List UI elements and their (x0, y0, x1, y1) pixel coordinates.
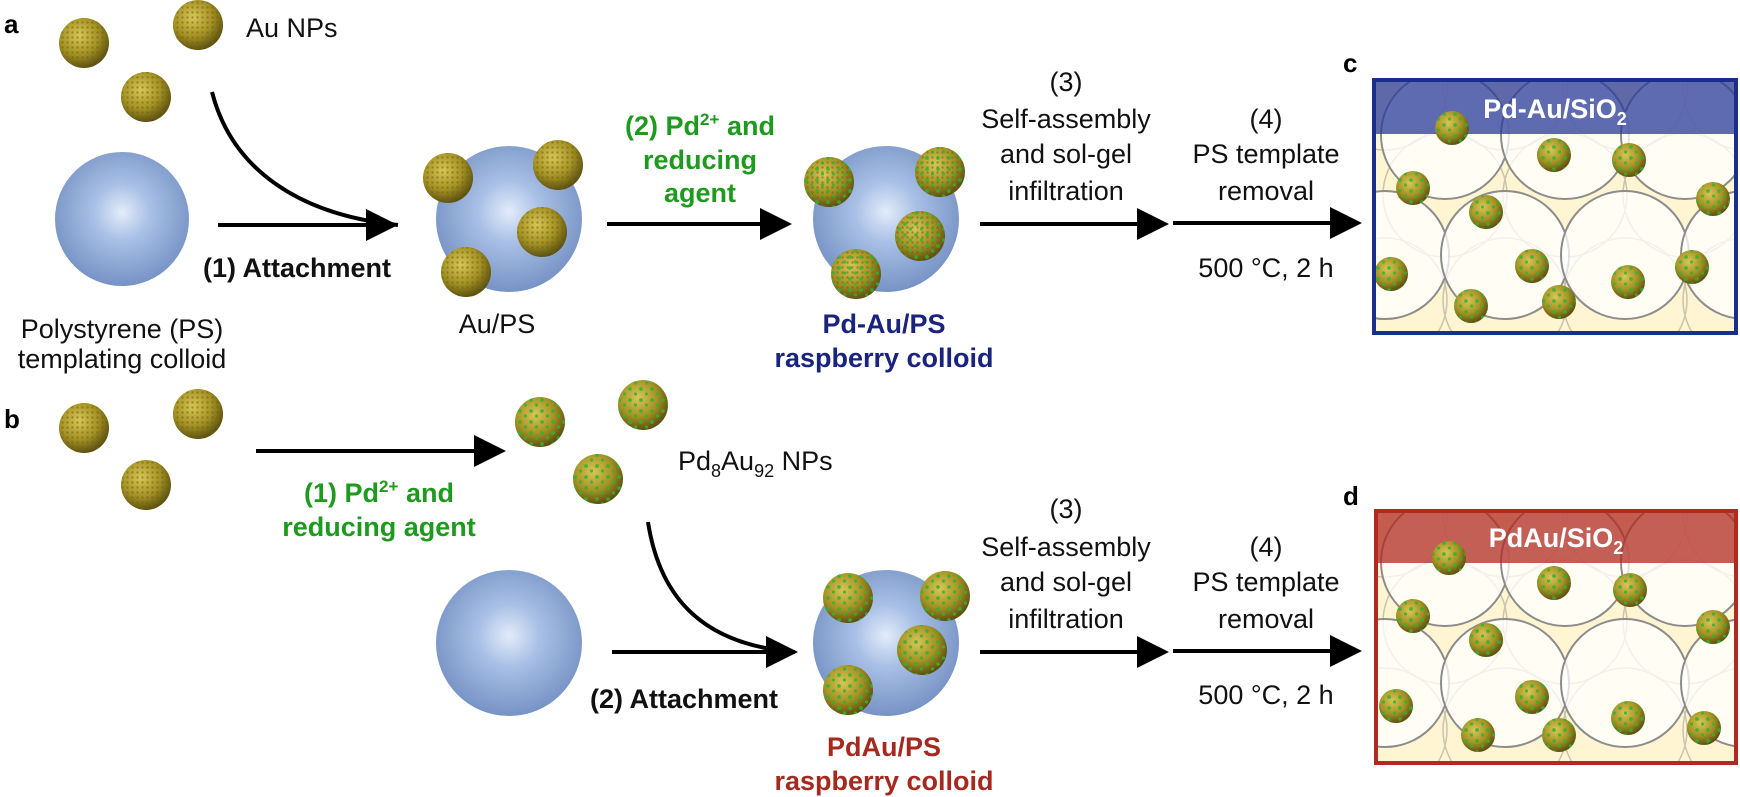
step4-number: (4) (1250, 104, 1283, 134)
step1-line2: reducing agent (282, 512, 476, 542)
pd-au-sio2-structure (1374, 82, 1736, 333)
panel-a-letter: a (4, 9, 19, 39)
step3-line3: infiltration (1008, 176, 1124, 206)
step3-number: (3) (1050, 67, 1083, 97)
step4-line1: PS template (1192, 139, 1339, 169)
pdau-sio2-structure (1376, 511, 1736, 763)
ps-sphere-icon (436, 570, 582, 716)
pdau-ps-label-line1: PdAu/PS (827, 732, 941, 762)
au-np-icon (59, 0, 223, 122)
panel-a: a Au NPs Polystyrene (PS) templating col… (4, 0, 1362, 374)
step1-line1: (1) Pd2+ and (304, 477, 454, 508)
panel-c: c (1343, 48, 1738, 335)
curved-arrow-icon (646, 521, 796, 654)
panel-d-frame (1374, 509, 1738, 765)
step3-line2: and sol-gel (1000, 139, 1132, 169)
pd-au-ps-label-line2: raspberry colloid (774, 343, 993, 373)
step2-line3: agent (664, 178, 736, 208)
panel-d-letter: d (1343, 481, 1359, 511)
au-ps-label: Au/PS (459, 309, 536, 339)
step4-condition: 500 °C, 2 h (1198, 253, 1333, 283)
step4-condition: 500 °C, 2 h (1198, 680, 1333, 710)
step2-line1: (2) Pd2+ and (625, 110, 775, 141)
pd-au-ps-colloid-icon (804, 146, 965, 299)
ps-label-line1: Polystyrene (PS) (21, 314, 224, 344)
pdau-ps-colloid-icon (813, 570, 970, 716)
step4-number: (4) (1250, 532, 1283, 562)
step4-line2: removal (1218, 604, 1314, 634)
step1-attachment: (1) Attachment (203, 253, 391, 283)
pd-au-np-icon (1374, 111, 1730, 323)
step3-line2: and sol-gel (1000, 567, 1132, 597)
ps-label-line2: templating colloid (18, 344, 227, 374)
pd-au-ps-label-line1: Pd-Au/PS (822, 309, 945, 339)
panel-b-letter: b (4, 404, 20, 434)
panel-b: b (1) Pd2+ and reducing agent Pd8Au92 NP… (4, 380, 1362, 796)
panel-d-title: PdAu/SiO2 (1489, 523, 1624, 558)
ps-sphere-icon (55, 152, 189, 286)
pdau-ps-label-line2: raspberry colloid (774, 766, 993, 796)
curved-arrow-icon (210, 91, 399, 227)
step3-line1: Self-assembly (981, 104, 1151, 134)
panel-c-letter: c (1343, 48, 1357, 78)
au-np-icon (59, 389, 223, 510)
step2-attachment: (2) Attachment (590, 684, 778, 714)
step4-line2: removal (1218, 176, 1314, 206)
step3-line3: infiltration (1008, 604, 1124, 634)
step4-line1: PS template (1192, 567, 1339, 597)
au-nps-label: Au NPs (246, 13, 338, 43)
step3-line1: Self-assembly (981, 532, 1151, 562)
panel-c-frame (1372, 78, 1738, 335)
pdau-nps-label: Pd8Au92 NPs (678, 446, 833, 481)
step2-line2: reducing (643, 145, 757, 175)
au-ps-colloid-icon (423, 140, 583, 297)
pdau-np-icon (1379, 541, 1730, 752)
panel-c-title: Pd-Au/SiO2 (1483, 94, 1627, 129)
panel-d: d (1343, 481, 1738, 765)
step3-number: (3) (1050, 494, 1083, 524)
pdau-np-icon (515, 380, 668, 504)
